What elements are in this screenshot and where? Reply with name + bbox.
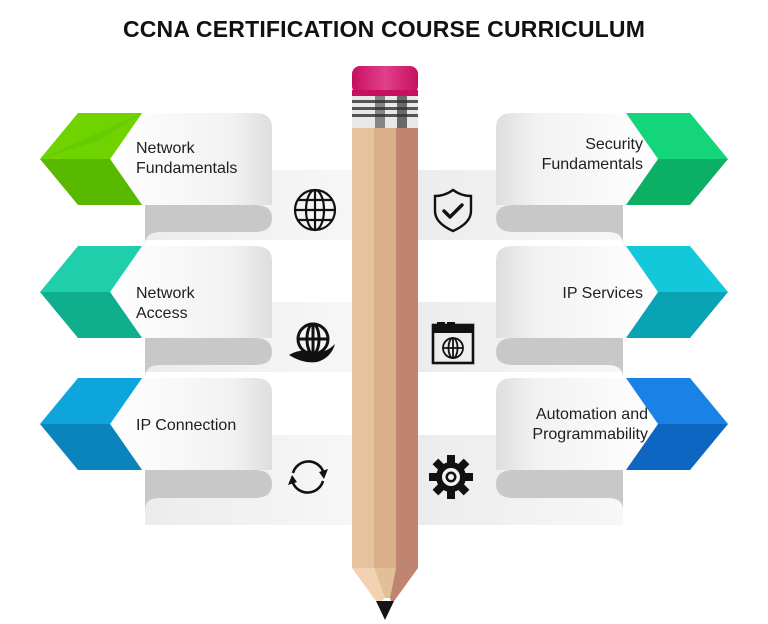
module-label-line1: Network xyxy=(136,140,195,157)
shield-check-icon xyxy=(433,188,473,233)
pencil xyxy=(352,66,418,620)
module-label-line1: Security xyxy=(585,136,643,153)
module-network-access: Network Access xyxy=(136,284,195,324)
browser-globe-icon xyxy=(431,322,475,365)
left-ribbons xyxy=(110,113,272,470)
module-ip-connection: IP Connection xyxy=(136,416,236,436)
module-label-line2: Access xyxy=(136,305,188,322)
globe-icon xyxy=(293,188,337,232)
module-network-fundamentals: Network Fundamentals xyxy=(136,139,237,179)
module-label-line2: Fundamentals xyxy=(136,160,238,177)
module-security-fundamentals: Security Fundamentals xyxy=(542,135,643,175)
sync-icon xyxy=(288,460,328,494)
right-arrows xyxy=(626,113,728,470)
module-label-line1: Network xyxy=(136,285,195,302)
module-label-line1: IP Connection xyxy=(136,417,237,434)
module-label-line2: Programmability xyxy=(532,426,648,443)
module-automation-programmability: Automation and Programmability xyxy=(532,405,648,445)
globe-hand-icon xyxy=(289,322,335,363)
module-label-line2: Fundamentals xyxy=(541,156,643,173)
gear-icon xyxy=(429,455,473,499)
module-ip-services: IP Services xyxy=(562,284,643,304)
module-label-line1: IP Services xyxy=(562,285,643,302)
right-ribbons xyxy=(496,113,658,470)
module-label-line1: Automation and xyxy=(535,406,648,423)
page-title: CCNA CERTIFICATION COURSE CURRICULUM xyxy=(122,16,646,42)
